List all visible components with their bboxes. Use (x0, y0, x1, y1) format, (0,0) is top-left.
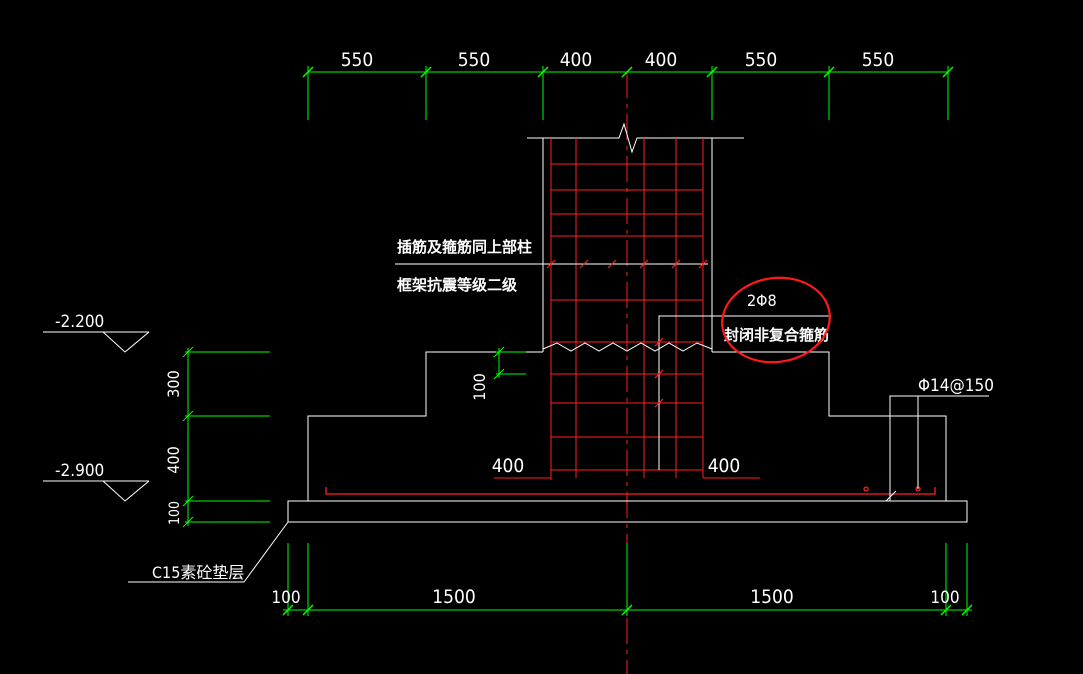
bottom-rebar-note: Φ14@150 (918, 376, 994, 396)
bottom-dim-4: 100 (930, 588, 959, 608)
top-dim-3: 400 (560, 49, 593, 71)
top-dim-5: 550 (745, 49, 778, 71)
seismic-note: 框架抗震等级二级 (397, 276, 518, 294)
stirrup-note-leader (658, 315, 831, 470)
cushion-note: C15素砼垫层 (152, 563, 244, 582)
vert-dim-300: 300 (164, 370, 183, 397)
highlight-circle (721, 276, 831, 364)
stirrup-note-ticks (654, 337, 664, 408)
level-marker-lower (43, 480, 150, 502)
dowel-note: 插筋及箍筋同上部柱 (397, 238, 532, 256)
column-rebar-cage (494, 138, 760, 480)
vert-dim-400: 400 (164, 446, 183, 473)
stirrup-count: 2Φ8 (747, 291, 777, 310)
top-dim-6: 550 (862, 49, 895, 71)
top-dimension-labels: 550 550 400 400 550 550 (341, 49, 895, 71)
bottom-dim-3: 1500 (750, 586, 794, 608)
bottom-dimension-chain (282, 543, 973, 616)
bottom-rebar (325, 486, 936, 495)
foundation-outline (287, 351, 968, 523)
cushion-note-leader (128, 521, 289, 583)
inner-dim-left: 400 (492, 455, 525, 477)
cushion-layer (287, 500, 968, 523)
vert-dim-100: 100 (167, 501, 183, 525)
top-dim-2: 550 (458, 49, 491, 71)
construction-joint (542, 342, 713, 352)
bottom-dim-1: 100 (271, 588, 300, 608)
top-dim-4: 400 (645, 49, 678, 71)
step-dimension (493, 346, 526, 380)
stirrup-note: 封闭非复合箍筋 (724, 326, 829, 344)
level-marker-upper (43, 331, 150, 353)
top-dimension-chain (302, 66, 954, 120)
bottom-dimension-labels: 100 1500 1500 100 (271, 586, 959, 608)
column-outline (527, 122, 744, 352)
level-lower: -2.900 (55, 461, 104, 481)
inner-dim-right: 400 (708, 455, 741, 477)
bottom-dim-2: 1500 (432, 586, 476, 608)
dowel-note-ticks (546, 259, 708, 269)
step-dim-label: 100 (470, 373, 489, 400)
bottom-rebar-leader (885, 395, 989, 502)
left-vertical-dimension (182, 346, 270, 528)
level-upper: -2.200 (55, 312, 104, 332)
top-dim-1: 550 (341, 49, 374, 71)
